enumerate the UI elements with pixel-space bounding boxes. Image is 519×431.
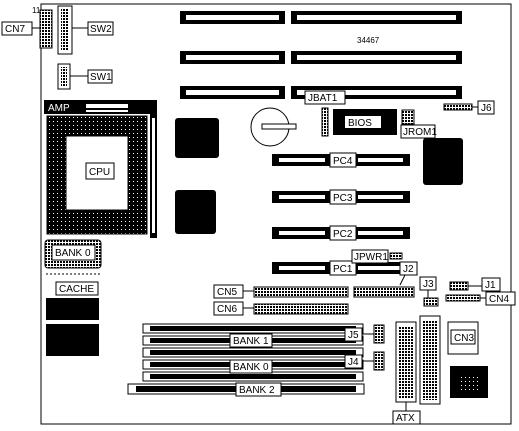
- amp-label: AMP: [48, 103, 70, 114]
- pc2-label: PC2: [333, 229, 353, 240]
- atx-connector: ATX: [392, 315, 441, 425]
- jbat1-jumper: JBAT1: [304, 90, 346, 137]
- atx-label: ATX: [396, 413, 415, 424]
- pc4-label: PC4: [333, 156, 353, 167]
- jrom1-jumper: JROM1: [400, 109, 437, 139]
- battery: [250, 107, 297, 147]
- j6-connector: J6: [443, 100, 495, 115]
- bank2-label: BANK 2: [239, 385, 275, 396]
- jbat1-label: JBAT1: [308, 93, 338, 104]
- simm-banks: BANK 1 BANK 0 BANK 2: [127, 323, 365, 397]
- cn3-connector: CN3: [447, 321, 488, 398]
- isa-slots: [180, 11, 462, 99]
- cn6-label: CN6: [217, 304, 237, 315]
- cn5-label: CN5: [217, 287, 237, 298]
- cn7-label: CN7: [5, 24, 25, 35]
- cn4-label: CN4: [489, 294, 509, 305]
- cpu-socket: AMP CPU: [44, 100, 157, 238]
- sw1-switch: SW1: [57, 63, 113, 90]
- cache-label: CACHE: [59, 284, 94, 295]
- sw2-label: SW2: [90, 24, 112, 35]
- j3-label: J3: [423, 279, 434, 290]
- cache-chips: BANK 0 CACHE: [44, 239, 102, 356]
- j3-connector: J3: [419, 276, 439, 307]
- ide-headers: CN5 CN6: [213, 284, 415, 316]
- sw1-label: SW1: [90, 72, 112, 83]
- pci-slots: PC4 PC3 PC2 PC1: [272, 152, 410, 276]
- j2-label: J2: [403, 264, 414, 275]
- cn3-label: CN3: [454, 333, 474, 344]
- pin11-label: 11: [32, 6, 41, 15]
- cn7-connector: CN7 11: [1, 6, 53, 49]
- bank1-label: BANK 1: [233, 336, 269, 347]
- j1-label: J1: [485, 280, 496, 291]
- jpwr1-label: JPWR1: [354, 252, 388, 263]
- pc1-label: PC1: [333, 264, 353, 275]
- sw2-switch: SW2: [57, 5, 114, 55]
- bank0-cache-label: BANK 0: [55, 248, 91, 259]
- bios-label: BIOS: [348, 118, 372, 129]
- bios-chip: BIOS: [333, 109, 397, 135]
- jrom1-label: JROM1: [403, 127, 437, 138]
- j6-label: J6: [481, 103, 492, 114]
- pc3-label: PC3: [333, 193, 353, 204]
- board-number: 34467: [357, 36, 380, 45]
- chipset: [175, 118, 463, 234]
- bank0-label: BANK 0: [233, 362, 269, 373]
- j4-j5-jumpers: J5 J4: [344, 324, 385, 371]
- j2-connector: J2: [399, 261, 418, 286]
- j1-cn4-connectors: J1 CN4: [445, 277, 516, 306]
- j5-label: J5: [348, 330, 359, 341]
- jpwr1-jumper: JPWR1: [351, 249, 403, 264]
- cpu-label: CPU: [89, 167, 110, 178]
- board-outline: [40, 3, 512, 425]
- j4-label: J4: [348, 357, 359, 368]
